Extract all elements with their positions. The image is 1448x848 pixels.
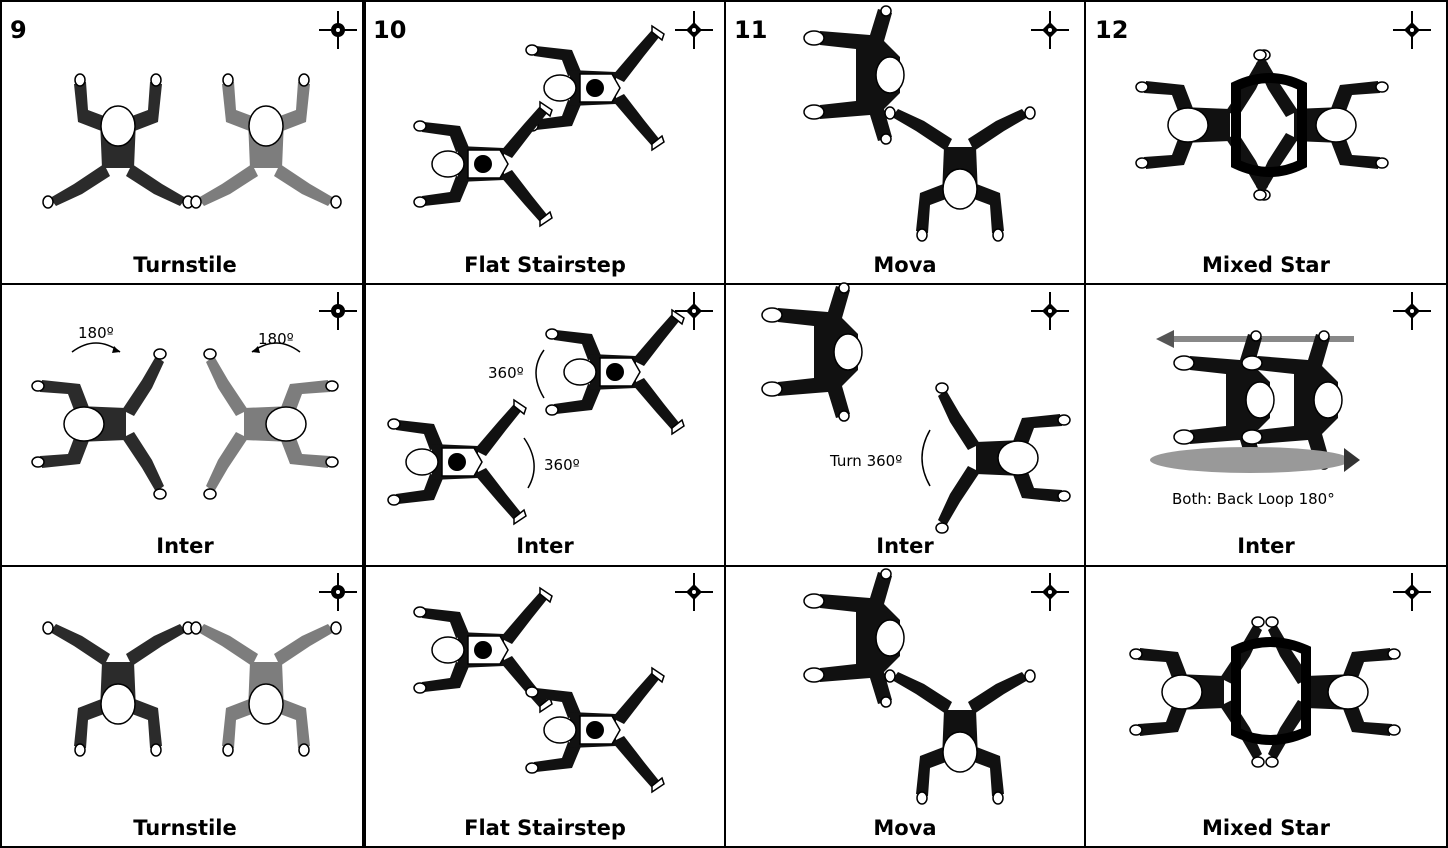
caption-turnstile: Turnstile (133, 253, 236, 277)
skydiver-grey (191, 74, 341, 208)
skydiver-dark (32, 349, 166, 499)
back-loop-note: Both: Back Loop 180° (1172, 490, 1335, 508)
column-number-12: 12 (1095, 16, 1128, 44)
skydiver-back (414, 102, 552, 226)
caption-inter: Inter (876, 534, 934, 558)
turnstile-inter (32, 343, 338, 499)
rotation-arrow-icon (536, 350, 544, 398)
rotation-arrow-icon (922, 430, 930, 486)
rotation-arrow-icon (524, 438, 534, 488)
target-crosshair-icon (1031, 11, 1069, 49)
target-crosshair-icon (319, 11, 357, 49)
target-crosshair-icon (319, 573, 357, 611)
target-crosshair-icon (675, 573, 713, 611)
target-crosshair-icon (1393, 11, 1431, 49)
target-crosshair-icon (675, 292, 713, 330)
caption-inter: Inter (156, 534, 214, 558)
mixed-star-inter (1150, 330, 1360, 473)
turn-label-left: 180º (78, 324, 114, 342)
stairstep-formation-top (414, 26, 664, 226)
turnstile-formation-top (43, 74, 341, 208)
caption-inter: Inter (516, 534, 574, 558)
caption-flat-stairstep: Flat Stairstep (464, 253, 626, 277)
column-number-9: 9 (10, 16, 27, 44)
stairstep-inter (388, 310, 684, 524)
turn-label-stair-bottom: 360º (544, 456, 580, 474)
stairstep-formation-bottom (414, 588, 664, 792)
caption-mixed-star: Mixed Star (1202, 253, 1331, 277)
turn-label-mova: Turn 360º (829, 452, 902, 470)
caption-mixed-star: Mixed Star (1202, 816, 1331, 840)
skydiver-right (1254, 50, 1388, 200)
target-crosshair-icon (1393, 292, 1431, 330)
column-number-11: 11 (734, 16, 767, 44)
caption-inter: Inter (1237, 534, 1295, 558)
turnstile-formation-bottom (43, 622, 341, 756)
caption-flat-stairstep: Flat Stairstep (464, 816, 626, 840)
turn-label-right: 180º (258, 330, 294, 348)
skydiver-front (526, 26, 664, 150)
skydiver-grey (204, 349, 338, 499)
mova-formation-top (804, 6, 1035, 241)
skydiver-flier (885, 107, 1035, 241)
mova-formation-bottom (804, 569, 1035, 804)
mixed-star-formation-top (1136, 50, 1388, 200)
mixed-star-formation-bottom (1130, 617, 1400, 767)
skydiver-left (1136, 50, 1270, 200)
skydiver-base (804, 6, 904, 144)
caption-turnstile: Turnstile (133, 816, 236, 840)
caption-mova: Mova (873, 816, 936, 840)
turn-label-stair-top: 360º (488, 364, 524, 382)
column-number-10: 10 (373, 16, 406, 44)
target-crosshair-icon (1393, 573, 1431, 611)
target-crosshair-icon (319, 292, 357, 330)
target-crosshair-icon (1031, 292, 1069, 330)
caption-mova: Mova (873, 253, 936, 277)
target-crosshair-icon (675, 11, 713, 49)
skydiver-dark (43, 74, 193, 208)
target-crosshair-icon (1031, 573, 1069, 611)
mova-inter (762, 283, 1070, 533)
direction-arrow-icon (1150, 447, 1350, 473)
